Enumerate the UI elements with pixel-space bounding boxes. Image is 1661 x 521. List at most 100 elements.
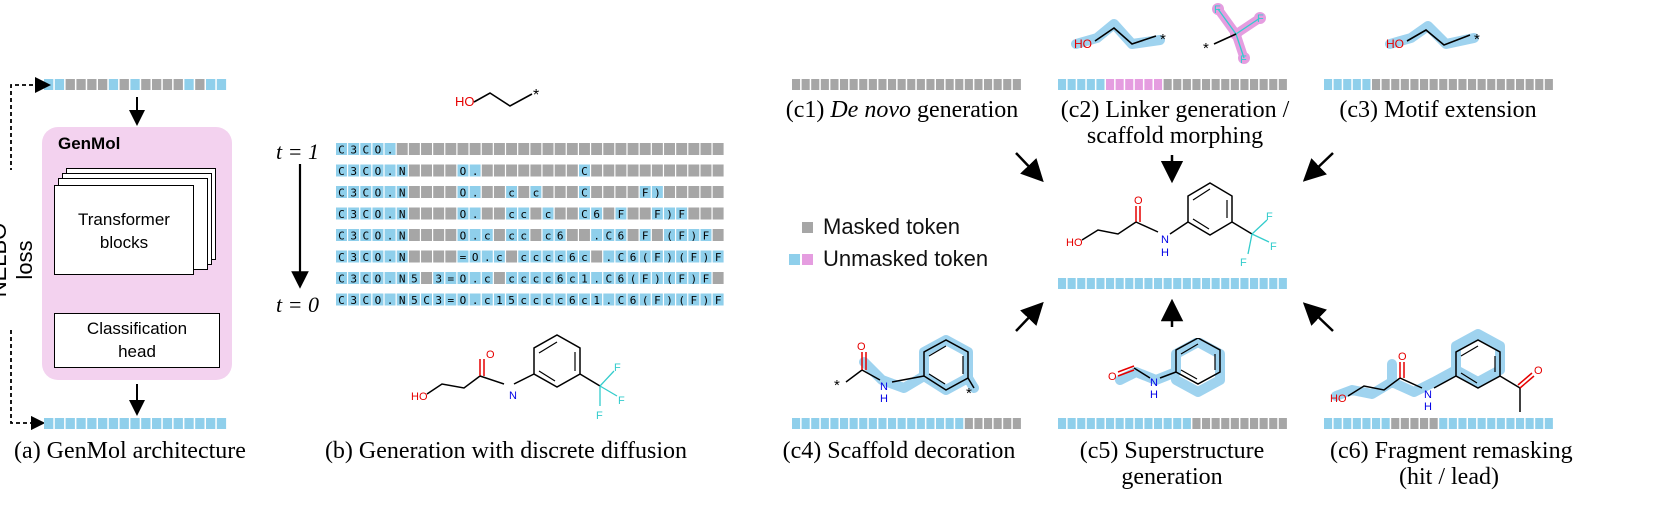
unmasked-token xyxy=(469,186,481,198)
unmasked-token xyxy=(506,272,518,284)
molecule-product: HO O N F F F xyxy=(411,334,625,422)
unmasked-token xyxy=(1448,418,1457,429)
masked-token xyxy=(566,143,578,155)
unmasked-token xyxy=(396,229,408,241)
unmasked-token xyxy=(493,250,505,263)
token-char: O xyxy=(375,229,382,242)
bottom-token-sequence xyxy=(44,418,227,429)
loss-loop xyxy=(10,84,40,170)
masked-token xyxy=(396,143,408,155)
unmasked-token xyxy=(1182,418,1191,429)
unmasked-token xyxy=(1535,418,1544,429)
token-char: 6 xyxy=(557,272,564,285)
unmasked-token xyxy=(554,250,566,263)
masked-token xyxy=(926,79,935,90)
token-char: c xyxy=(581,294,588,307)
unmasked-token xyxy=(579,250,590,263)
caption-c4: (c4) Scaffold decoration xyxy=(782,438,1016,464)
masked-token xyxy=(811,79,820,90)
legend-unmasked-label: Unmasked token xyxy=(823,246,989,271)
unmasked-token xyxy=(173,418,183,429)
unmasked-token xyxy=(54,418,65,429)
unmasked-token xyxy=(651,293,663,306)
unmasked-token xyxy=(1496,418,1505,429)
masked-token xyxy=(591,186,603,198)
c2-token-sequence xyxy=(1058,79,1287,90)
svg-text:F: F xyxy=(1214,4,1221,16)
unmasked-token xyxy=(1173,418,1182,429)
masked-token xyxy=(700,143,712,155)
token-char: O xyxy=(375,186,382,199)
unmasked-token xyxy=(457,186,469,198)
unmasked-token xyxy=(1544,418,1553,429)
masked-token xyxy=(792,79,801,90)
token-char: c xyxy=(508,186,515,199)
loss-loop xyxy=(10,330,46,431)
svg-text:N: N xyxy=(1161,234,1169,246)
token-char: 6 xyxy=(569,251,576,264)
unmasked-token xyxy=(506,186,518,198)
unmasked-token xyxy=(360,164,372,177)
token-char: C xyxy=(362,208,369,221)
unmasked-token xyxy=(457,250,469,263)
masked-token xyxy=(888,79,897,90)
masked-token xyxy=(481,207,493,220)
unmasked-token xyxy=(627,293,639,306)
unmasked-token xyxy=(372,207,384,220)
token-char: c xyxy=(508,208,515,221)
unmasked-token xyxy=(579,186,590,198)
unmasked-token xyxy=(945,418,954,429)
unmasked-token xyxy=(372,229,384,241)
unmasked-token xyxy=(518,207,530,220)
unmasked-token xyxy=(216,79,227,90)
unmasked-token xyxy=(506,293,518,306)
unmasked-token xyxy=(651,250,663,263)
unmasked-token xyxy=(336,229,347,241)
t-start-label: t = 1 xyxy=(276,139,319,164)
masked-token xyxy=(493,143,505,155)
token-char: c xyxy=(557,251,564,264)
token-char: O xyxy=(460,229,467,242)
unmasked-token xyxy=(664,272,675,284)
masked-token xyxy=(445,186,457,198)
token-char: N xyxy=(399,251,406,264)
svg-text:*: * xyxy=(1203,40,1209,57)
unmasked-token xyxy=(481,293,493,306)
unmasked-token xyxy=(897,418,906,429)
unmasked-token xyxy=(1352,418,1361,429)
masked-token xyxy=(984,418,993,429)
unmasked-token xyxy=(916,418,925,429)
masked-token xyxy=(712,207,724,220)
masked-token xyxy=(542,164,554,177)
token-char: F xyxy=(691,251,698,264)
center-molecule: HO O H N F F F xyxy=(1066,182,1277,269)
svg-text:O: O xyxy=(1534,365,1543,377)
panel-a-arrows xyxy=(10,77,145,431)
masked-token xyxy=(830,79,839,90)
masked-token xyxy=(664,164,675,177)
token-char: O xyxy=(460,272,467,285)
unmasked-token xyxy=(579,207,590,220)
masked-token xyxy=(1420,418,1429,429)
masked-token xyxy=(542,143,554,155)
unmasked-token xyxy=(396,164,408,177)
masked-token xyxy=(1278,418,1287,429)
svg-text:N: N xyxy=(1424,389,1432,401)
token-char: = xyxy=(448,272,455,285)
token-char: c xyxy=(520,208,527,221)
caption-b: (b) Generation with discrete diffusion xyxy=(324,438,688,464)
masked-token xyxy=(627,229,639,241)
token-char: c xyxy=(508,229,515,242)
unmasked-token xyxy=(408,293,420,306)
unmasked-token xyxy=(639,293,651,306)
unmasked-token xyxy=(1525,418,1534,429)
unmasked-token xyxy=(457,164,469,177)
unmasked-token xyxy=(336,272,347,284)
masked-token xyxy=(530,229,542,241)
token-char: . xyxy=(387,251,394,264)
masked-token xyxy=(627,207,639,220)
token-char: 3 xyxy=(350,165,357,178)
unmasked-token xyxy=(65,418,75,429)
masked-token xyxy=(1202,79,1211,90)
unmasked-token xyxy=(579,164,590,177)
